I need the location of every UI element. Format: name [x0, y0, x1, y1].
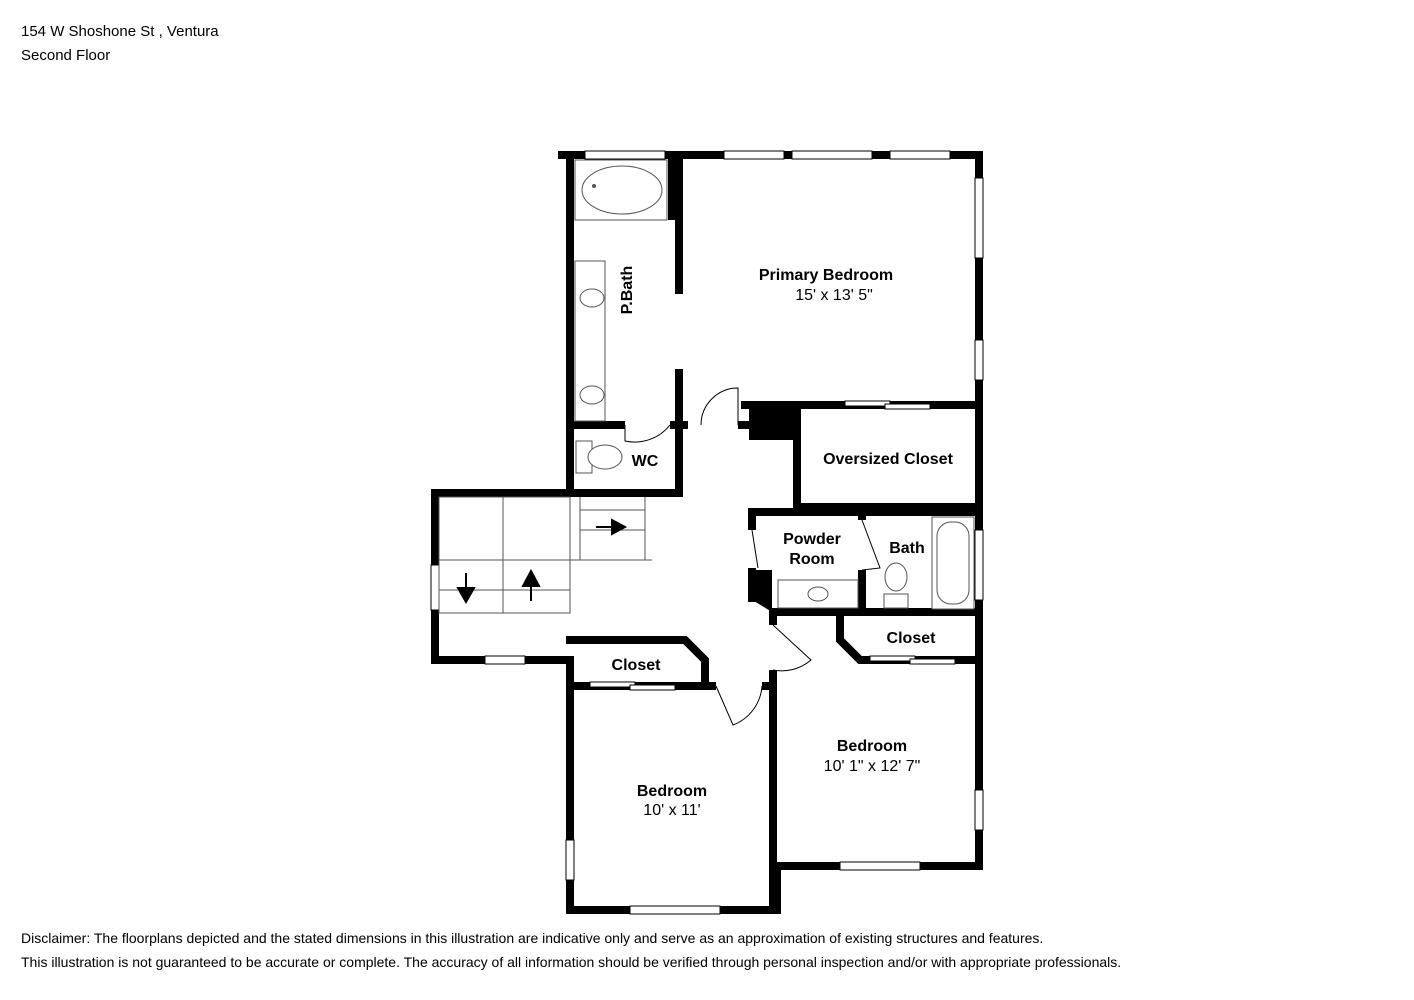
- room-name-bedroom-right: Bedroom: [837, 738, 907, 755]
- property-address: 154 W Shoshone St , Ventura: [21, 23, 219, 40]
- windows: [430, 150, 984, 915]
- corner-block: [749, 570, 772, 612]
- room-name-wc: WC: [632, 453, 659, 470]
- room-name-bedroom-left: Bedroom: [637, 783, 707, 800]
- room-dims-bedroom-right: 10' 1" x 12' 7": [824, 758, 921, 775]
- room-name-closet-left: Closet: [612, 657, 662, 674]
- doors: [624, 387, 881, 726]
- room-name-p-bath: P.Bath: [619, 266, 636, 315]
- wall-closet-left-room: [566, 636, 709, 690]
- room-name-powder-line2: Room: [789, 551, 834, 568]
- room-name-closet-right: Closet: [887, 630, 937, 647]
- disclaimer-line-2: This illustration is not guaranteed to b…: [21, 954, 1122, 970]
- room-name-primary-bedroom: Primary Bedroom: [759, 267, 893, 284]
- pbath-wall-block: [668, 155, 682, 220]
- room-dims-primary-bedroom: 15' x 13' 5": [795, 287, 873, 304]
- room-name-powder-line1: Powder: [783, 531, 841, 548]
- room-name-bath: Bath: [889, 540, 925, 557]
- floor-label: Second Floor: [21, 47, 111, 64]
- wall-powder: [748, 508, 983, 534]
- room-name-oversized-closet: Oversized Closet: [823, 451, 954, 468]
- stairs: [438, 496, 652, 614]
- closet-doors: [589, 400, 956, 691]
- chimney-block: [749, 402, 797, 440]
- room-dims-bedroom-left: 10' x 11': [643, 802, 700, 819]
- disclaimer-line-1: Disclaimer: The floorplans depicted and …: [21, 930, 1044, 946]
- exterior-wall-top: [431, 151, 983, 914]
- stair-arrows: [456, 518, 628, 605]
- fixtures: [574, 159, 975, 610]
- bath-toilet-icon: [884, 562, 908, 592]
